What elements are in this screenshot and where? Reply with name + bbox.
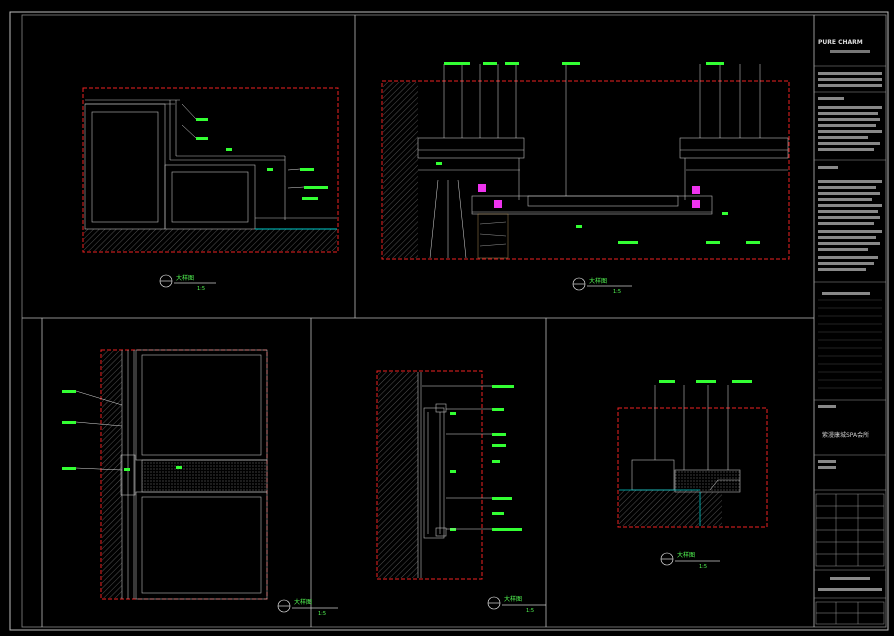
detail-1-title: 大样图 1:5 bbox=[159, 274, 216, 292]
detail-4-scale: 1:5 bbox=[526, 608, 534, 614]
detail-1-scale: 1:5 bbox=[197, 286, 205, 292]
inner-border bbox=[21, 14, 887, 628]
detail-4: 大样图 1:5 bbox=[376, 370, 546, 614]
panel-dividers bbox=[22, 15, 815, 627]
detail-4-title: 大样图 1:5 bbox=[487, 595, 546, 614]
company-logo: PURE CHARM bbox=[818, 39, 870, 53]
detail-5-title: 大样图 1:5 bbox=[660, 551, 720, 570]
detail-2-boundary bbox=[381, 80, 790, 260]
detail-1-title-text: 大样图 bbox=[176, 274, 194, 282]
detail-3-title: 大样图 1:5 bbox=[277, 598, 338, 617]
wall-hatch bbox=[383, 82, 418, 258]
detail-1: 大样图 1:5 bbox=[82, 87, 339, 292]
project-name: 紫漫康城SPA会所 bbox=[822, 431, 869, 439]
detail-4-boundary bbox=[376, 370, 483, 580]
detail-1-boundary bbox=[82, 87, 339, 253]
detail-3-title-text: 大样图 bbox=[294, 598, 312, 606]
svg-text:PURE CHARM: PURE CHARM bbox=[818, 39, 863, 46]
floor-hatch bbox=[619, 490, 699, 526]
outer-border bbox=[9, 11, 889, 631]
column-hatch bbox=[102, 351, 122, 598]
detail-5-title-text: 大样图 bbox=[677, 551, 695, 559]
detail-5: 大样图 1:5 bbox=[617, 380, 768, 570]
title-block: PURE CHARM bbox=[814, 39, 886, 625]
detail-5-scale: 1:5 bbox=[699, 564, 707, 570]
revision-table bbox=[815, 493, 885, 625]
detail-2-title: 大样图 1:5 bbox=[572, 277, 632, 295]
detail-2-scale: 1:5 bbox=[613, 289, 621, 295]
detail-2: 大样图 1:5 bbox=[381, 62, 790, 295]
detail-3: 大样图 1:5 bbox=[62, 349, 338, 617]
detail-4-title-text: 大样图 bbox=[504, 595, 522, 603]
detail-3-scale: 1:5 bbox=[318, 611, 326, 617]
wall-hatch-4 bbox=[378, 372, 418, 578]
detail-5-boundary bbox=[617, 407, 768, 528]
detail-2-title-text: 大样图 bbox=[589, 277, 607, 285]
slab-hatch bbox=[84, 229, 337, 251]
